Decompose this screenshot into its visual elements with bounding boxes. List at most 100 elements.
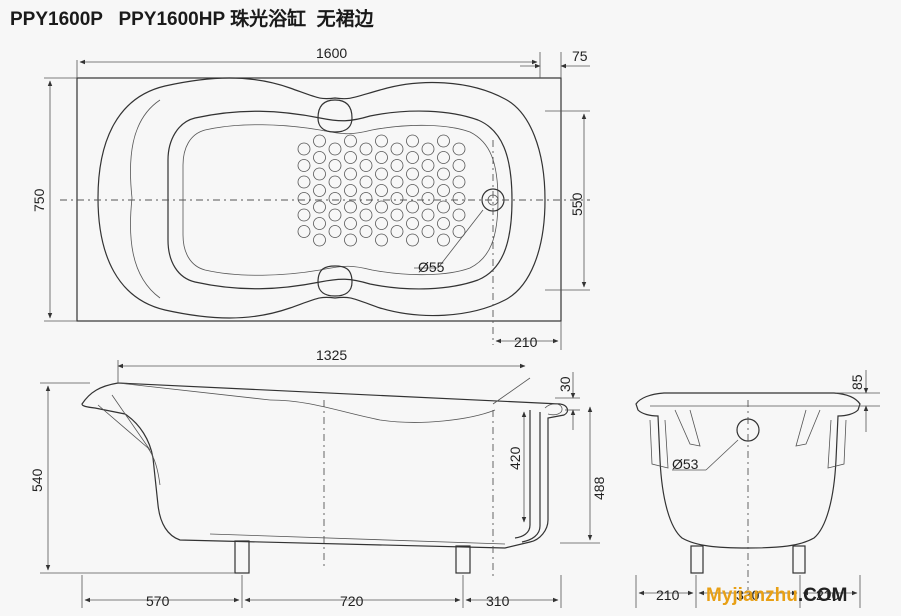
antislip-dot [313,200,326,214]
dim-rim-offset: 75 [572,48,588,64]
antislip-dot [375,167,388,181]
side-leg-right [455,545,471,574]
antislip-dot [375,233,388,247]
plan-handle-top [317,99,353,133]
dim-seg-left: 570 [146,593,170,609]
plan-outline [76,77,562,322]
antislip-dot [313,167,326,181]
antislip-dot [437,151,450,164]
antislip-dot [421,159,435,172]
antislip-dot [421,208,435,222]
watermark-suffix: .COM [798,585,848,606]
side-overflow-lip [544,403,563,416]
antislip-dot [375,151,388,164]
antislip-dot [297,192,311,205]
antislip-dot [406,184,419,197]
side-endwall [514,410,541,543]
dim-end-seg-mid: 330 [736,587,760,603]
antislip-dot [375,184,388,197]
antislip-dot [452,159,466,172]
antislip-dot [437,167,450,181]
antislip-dot [359,225,373,238]
end-overflow-leader [705,439,739,471]
antislip-dot [313,233,326,247]
antislip-dot [313,151,326,164]
antislip-dot [390,225,404,238]
antislip-dot [437,200,450,214]
antislip-dot [375,217,388,230]
antislip-dot [406,167,419,181]
plan-handle-bottom [317,265,353,297]
antislip-dot [406,217,419,230]
dim-inner-height: 488 [591,476,607,500]
antislip-dot [359,175,373,189]
end-leg-left [690,545,704,574]
watermark: Myjianzhu.COM [706,585,847,606]
antislip-dot [359,142,373,156]
dim-rim-height: 85 [849,374,865,390]
antislip-dot [344,167,357,181]
plan-drain-leader [437,209,484,269]
antislip-dot [359,208,373,222]
antislip-dot [390,192,404,205]
antislip-dot [437,217,450,230]
plan-basin-inner [167,110,513,290]
antislip-dot [452,192,466,205]
antislip-dot [297,175,311,189]
antislip-dot [359,159,373,172]
antislip-dot [328,225,342,238]
watermark-text: Myjianzhu [706,585,798,606]
side-leader [492,377,531,405]
antislip-dot [375,200,388,214]
antislip-dot [297,142,311,156]
dim-basin-length: 1325 [316,347,347,363]
antislip-dot [452,175,466,189]
antislip-dot [297,208,311,222]
antislip-dot [359,192,373,205]
plan-basin-outer [97,77,546,319]
end-leg-right [792,545,806,574]
side-top-curve [269,399,496,423]
antislip-dot [390,159,404,172]
antislip-dot [390,208,404,222]
dim-rim-drop: 30 [557,376,573,392]
antislip-dot [452,225,466,238]
antislip-dot [328,175,342,189]
dim-seg-right: 310 [486,593,510,609]
dim-overall-width: 750 [31,188,47,212]
antislip-dot [328,192,342,205]
antislip-dot [406,134,419,148]
antislip-dot [328,208,342,222]
plan-headrest [130,99,161,299]
dim-drain-offset: 210 [514,334,538,350]
dim-end-seg-left: 210 [656,587,680,603]
side-headrest [97,382,271,486]
antislip-dot [344,184,357,197]
plan-antislip-dots [297,134,466,247]
end-overflow-diameter: Ø53 [672,456,699,472]
antislip-dot [452,142,466,156]
dim-height: 540 [29,468,45,492]
end-left-pocket [649,409,701,469]
end-body [635,392,861,549]
antislip-dot [421,175,435,189]
antislip-dot [421,225,435,238]
antislip-dot [390,142,404,156]
antislip-dot [437,134,450,148]
antislip-dot [313,134,326,148]
dim-overflow-height: 420 [507,446,523,470]
antislip-dot [297,159,311,172]
antislip-dot [344,217,357,230]
dim-seg-mid: 720 [340,593,364,609]
side-body [81,382,569,549]
antislip-dot [437,233,450,247]
side-view: 1325 540 30 420 488 570 720 310 [29,347,607,609]
plan-drain-diameter: Ø55 [418,259,445,275]
side-leg-left [234,540,250,574]
antislip-dot [421,142,435,156]
antislip-dot [328,142,342,156]
plan-basin-floor [182,124,499,276]
antislip-dot [344,233,357,247]
antislip-dot [406,151,419,164]
side-floor [209,533,506,545]
